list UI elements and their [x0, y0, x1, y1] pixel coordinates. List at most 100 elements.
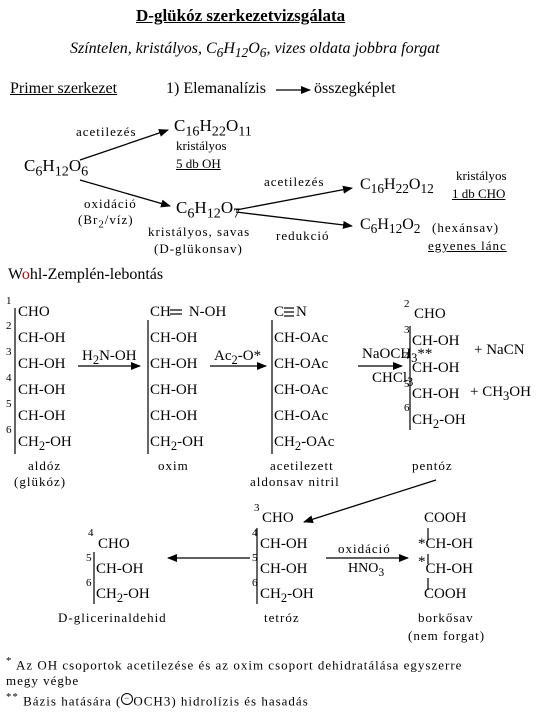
intro-sub-3: 6 [259, 45, 267, 61]
page-title: D-glükóz szerkezetvizsgálata [136, 6, 346, 25]
pentoz-choh-3: CH-OH [412, 333, 460, 349]
nitril-choac-4: CH-OAc [274, 382, 329, 398]
tetroz-choh-5: CH-OH [260, 561, 308, 577]
intro-sub-2: 12 [234, 45, 249, 61]
borkosav-label: borkősav [418, 610, 474, 625]
oxidacio-label-2: oxidáció [338, 541, 391, 556]
intro-suffix: , vizes oldata jobbra forgat [266, 40, 440, 57]
footnote-1: * Az OH csoportok acetilezése és az oxim… [6, 655, 463, 673]
byproduct-ch3oh: + CH3OH [470, 384, 531, 403]
formula-c6h12o7: C6H12O7 [176, 198, 241, 222]
tetroz-ch2oh: CH2-OH [260, 586, 314, 605]
intro-sub-1: 6 [216, 45, 224, 61]
formula-glucose: C6H12O6 [24, 156, 89, 180]
footnote-2: ** Bázis hatására (−OCH3) hidrolízis és … [6, 691, 309, 709]
reagent-hno3: HNO3 [348, 561, 385, 579]
nitril-label-2: aldonsav nitril [250, 474, 340, 489]
reagent-naoch3: NaOCH3** [362, 346, 433, 365]
tetroz-num-5: 5 [252, 552, 258, 564]
nitril-ch2oac: CH2-OAc [274, 434, 335, 453]
aldoz-choh-2: CH-OH [18, 330, 66, 346]
nitril-choac-2: CH-OAc [274, 330, 329, 346]
nitril-choac-5: CH-OAc [274, 408, 329, 424]
reagent-h2n-oh: H2N-OH [82, 348, 137, 367]
aldoz-num-2: 2 [6, 320, 12, 332]
glukoz-label: (glükóz) [14, 474, 67, 489]
aldoz-ch2oh: CH2-OH [18, 434, 72, 453]
nitril-label-1: acetilezett [270, 458, 334, 473]
arrow-pentoz-tetroz [303, 479, 437, 524]
acetilezes-label-2: acetilezés [264, 174, 325, 189]
pentoz-choh-5: CH-OH [412, 386, 460, 402]
aldoz-num-4: 4 [6, 372, 12, 384]
tetroz-num-3: 3 [254, 502, 260, 514]
nitril-bonds [271, 307, 294, 454]
intro-o: O [248, 40, 260, 57]
note-5-oh: 5 db OH [176, 156, 221, 171]
pentoz-label: pentóz [412, 458, 453, 473]
glicer-ch2oh: CH2-OH [96, 586, 150, 605]
aldoz-label: aldóz [28, 458, 62, 473]
pentoz-num-2: 2 [404, 298, 410, 310]
tetroz-cho: CHO [262, 510, 294, 526]
reagent-ac2o: Ac2-O* [214, 348, 262, 367]
elemanalizis-label: 1) Elemanalízis [166, 80, 266, 97]
glicer-cho: CHO [98, 536, 130, 552]
glicer-num-6: 6 [86, 577, 92, 589]
wohl-heading-o: o [21, 266, 30, 283]
aldoz-choh-5: CH-OH [18, 408, 66, 424]
note-1-cho: 1 db CHO [452, 186, 506, 201]
aldoz-choh-3: CH-OH [18, 356, 66, 372]
wohl-heading-w: W [8, 266, 22, 283]
oxim-choh-3: CH-OH [150, 356, 198, 372]
borkosav-cooh-top: COOH [424, 510, 467, 526]
osszegkeplet-label: összegképlet [314, 80, 396, 97]
pentoz-choh-4: CH-OH [412, 360, 460, 376]
oxim-label: oxim [158, 458, 189, 473]
glicerinaldehid-label: D-glicerinaldehid [58, 610, 167, 625]
formula-c16h22o11: C16H22O11 [174, 116, 252, 140]
oxim-choh-4: CH-OH [150, 382, 198, 398]
minus-circle-icon: − [121, 693, 134, 706]
arrow-to-c16h22o12 [235, 185, 353, 211]
aldoz-choh-4: CH-OH [18, 382, 66, 398]
intro-prefix: Színtelen, kristályos, C [70, 40, 217, 57]
oxidacio-label: oxidáció [84, 196, 137, 211]
tetroz-choh-4: CH-OH [260, 536, 308, 552]
glicer-num-5: 5 [86, 552, 92, 564]
note-kristalyos-a: kristályos [176, 138, 227, 153]
formula-c6h12o2: C6H12O2 [360, 216, 421, 237]
glicer-num-4: 4 [88, 527, 94, 539]
byproduct-nacn: + NaCN [474, 342, 525, 358]
redukcio-label: redukció [276, 228, 330, 243]
aldoz-num-1: 1 [6, 295, 12, 307]
nitril-choac-3: CH-OAc [274, 356, 329, 372]
arrow-to-c6h12o2 [235, 211, 353, 229]
primer-heading: Primer szerkezet [10, 80, 118, 97]
intro-text: Színtelen, kristályos, C6H12O6, vizes ol… [70, 40, 440, 61]
glicer-choh: CH-OH [96, 561, 144, 577]
br2-reagent: (Br2/víz) [78, 212, 134, 231]
wohl-heading: Wohl-Zemplén-lebontás [8, 266, 163, 284]
nem-forgat-label: (nem forgat) [408, 628, 486, 643]
arrow-to-c16h22o11 [79, 129, 169, 161]
oxim-bonds [147, 309, 182, 454]
aldoz-num-3: 3 [6, 346, 12, 358]
aldoz-num-5: 5 [6, 398, 12, 410]
note-hexansav: (hexánsav) [432, 220, 500, 235]
note-kristalyos-c: kristályos [456, 168, 507, 183]
oxim-choh-2: CH-OH [150, 330, 198, 346]
note-d-glukonsav: (D-glükonsav) [154, 241, 243, 256]
tetroz-num-4: 4 [252, 527, 258, 539]
pentoz-num-4: 4 [404, 350, 410, 362]
borkosav-choh-2: *CH-OH [418, 554, 473, 577]
borkosav-cooh-bottom: COOH [424, 586, 467, 602]
note-egyenes-lanc: egyenes lánc [428, 238, 507, 253]
tetroz-num-6: 6 [252, 577, 258, 589]
tetroz-label: tetróz [264, 610, 300, 625]
pentoz-num-6: 6 [404, 402, 410, 414]
oxim-choh-5: CH-OH [150, 408, 198, 424]
